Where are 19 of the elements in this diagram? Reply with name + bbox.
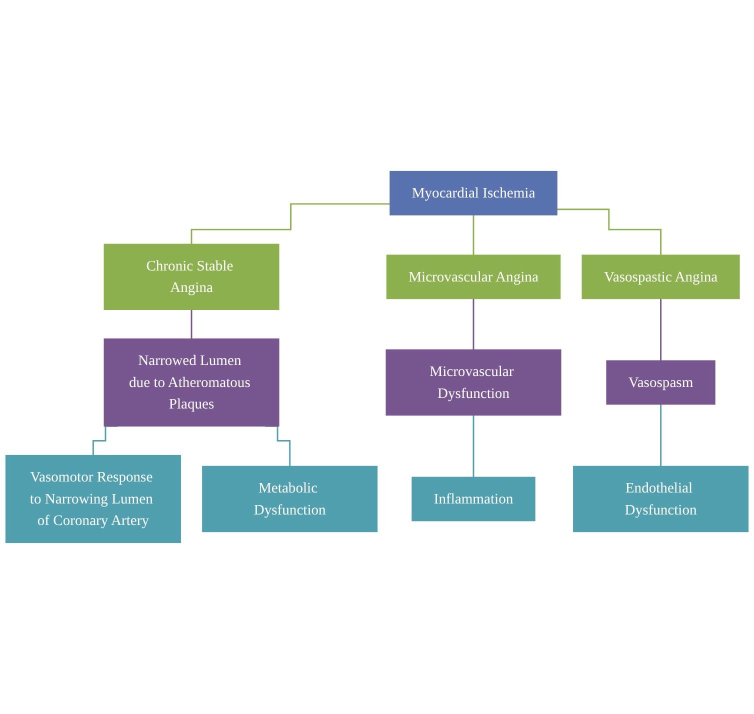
connector: [472, 214, 474, 256]
node-box: Microvascular Dysfunction: [386, 349, 562, 416]
node-box: Vasospasm: [606, 360, 716, 405]
connector: [660, 404, 662, 467]
node-box: Microvascular Angina: [386, 254, 561, 300]
node-box: Narrowed Lumen due to Atheromatous Plaques: [104, 338, 280, 427]
connector: [660, 298, 662, 362]
node-box: Vasospastic Angina: [582, 254, 740, 300]
node-box: Endothelial Dysfunction: [573, 466, 749, 532]
node-box: Inflammation: [412, 476, 536, 522]
connector: [190, 308, 192, 340]
connector: [557, 208, 662, 256]
connector: [190, 203, 390, 245]
node-box: Vasomotor Response to Narrowing Lumen of Coronary Artery: [5, 454, 181, 544]
connector: [472, 414, 474, 478]
node-box: Myocardial Ischemia: [390, 170, 558, 216]
connector: [472, 298, 474, 350]
node-box: Metabolic Dysfunction: [202, 466, 378, 532]
node-box: Chronic Stable Angina: [104, 244, 280, 310]
